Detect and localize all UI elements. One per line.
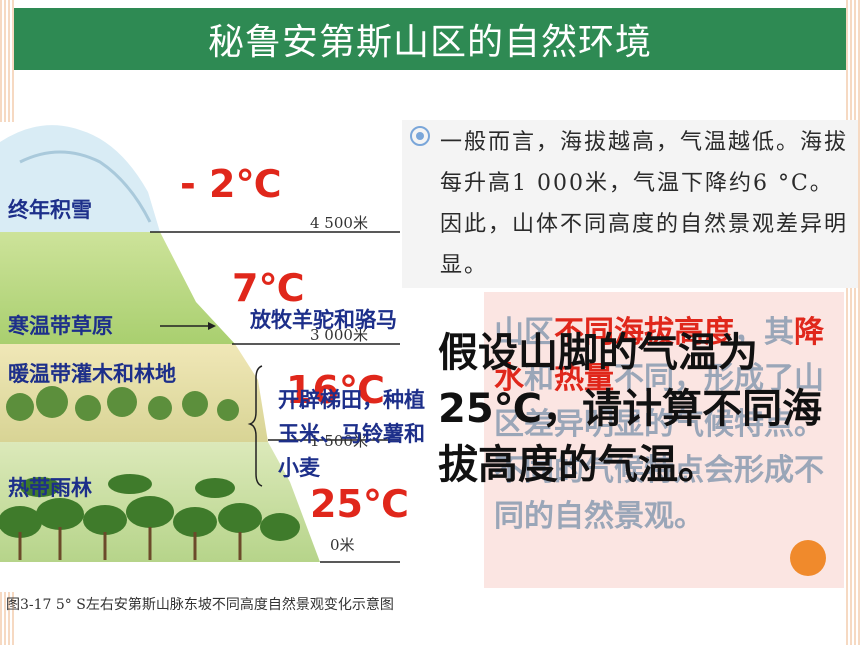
grassland-use-note: 放牧羊驼和骆马	[250, 308, 397, 332]
temp-shrub: 16℃	[286, 368, 385, 412]
temp-rainforest: 25℃	[310, 482, 409, 526]
zone-label-shrub: 暖温带灌木和林地	[8, 362, 176, 386]
shrub-use-note-line3: 小麦	[278, 456, 320, 480]
orange-dot-decoration	[790, 540, 826, 576]
explanation-background	[484, 292, 844, 588]
explanation-part-1: 山区	[494, 315, 554, 350]
altitude-3000: 3 000米	[310, 326, 368, 344]
explanation-part-and: 和	[524, 361, 554, 396]
bullet-icon	[410, 126, 430, 146]
question-text: 假设山脚的气温为25℃，请计算不同海拔高度的气温。	[438, 330, 823, 488]
mountain-figure: 终年积雪 寒温带草原 暖温带灌木和林地 热带雨林 4 500米 3 000米 1…	[0, 122, 409, 622]
textbook-note-text: 一般而言，海拔越高，气温越低。海拔每升高1 000米，气温下降约6 °C。因此，…	[440, 130, 849, 278]
explanation-highlight-heat: 热量	[554, 361, 614, 396]
temp-grassland: 7℃	[232, 266, 305, 310]
altitude-1500: 1 500米	[310, 432, 368, 450]
shrub-use-note-line1: 开辟梯田，种植	[278, 388, 425, 412]
explanation-text: 山区不同海拔高度，其降水和热量不同，形成了山区差异明显的气候特点。不同的气候特点…	[494, 310, 844, 540]
temp-snow: - 2℃	[180, 162, 282, 206]
zone-label-rainforest: 热带雨林	[8, 476, 92, 500]
shrub-use-note-line2: 玉米、马铃薯和	[278, 422, 425, 446]
slide-title: 秘鲁安第斯山区的自然环境	[14, 8, 846, 70]
mountain-illustration	[0, 122, 400, 592]
textbook-note-box: 一般而言，海拔越高，气温越低。海拔每升高1 000米，气温下降约6 °C。因此，…	[402, 120, 858, 288]
altitude-0: 0米	[330, 536, 355, 554]
altitude-4500: 4 500米	[310, 214, 368, 232]
zone-label-snow: 终年积雪	[8, 198, 92, 222]
explanation-part-2: ，其	[734, 315, 794, 350]
zone-label-grassland: 寒温带草原	[8, 314, 113, 338]
explanation-highlight-altitude: 不同海拔高度	[554, 315, 734, 350]
explanation-part-3: 不同，形成了山区差异明显的气候特点。不同的气候特点会形成不同的自然景观。	[494, 361, 824, 534]
figure-caption: 图3-17 5° S左右安第斯山脉东坡不同高度自然景观变化示意图	[6, 597, 394, 613]
right-border-decoration	[846, 0, 860, 645]
explanation-highlight-precipitation: 降水	[494, 315, 824, 396]
